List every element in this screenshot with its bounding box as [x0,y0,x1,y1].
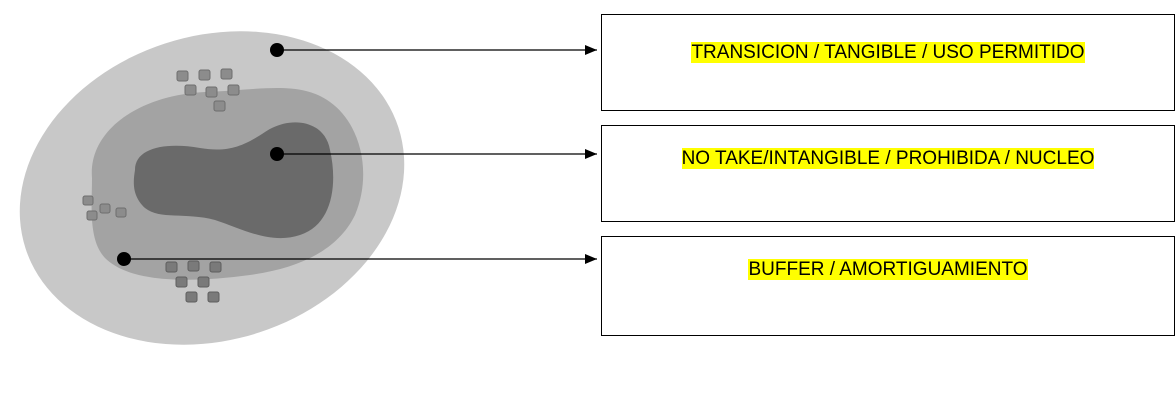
label-box-nucleo: NO TAKE/INTANGIBLE / PROHIBIDA / NUCLEO [601,125,1175,222]
pointer-dot-transicion [270,43,284,57]
house-cluster-bottom [165,260,222,303]
label-transicion: TRANSICION / TANGIBLE / USO PERMITIDO [691,42,1085,63]
label-box-buffer: BUFFER / AMORTIGUAMIENTO [601,236,1175,336]
house-cluster-top [176,68,240,112]
pointer-dot-nucleo [270,147,284,161]
pointer-dot-buffer [117,252,131,266]
label-box-transicion: TRANSICION / TANGIBLE / USO PERMITIDO [601,14,1175,111]
label-nucleo: NO TAKE/INTANGIBLE / PROHIBIDA / NUCLEO [681,148,1095,169]
house-cluster-left [82,195,127,221]
label-buffer: BUFFER / AMORTIGUAMIENTO [748,259,1028,280]
